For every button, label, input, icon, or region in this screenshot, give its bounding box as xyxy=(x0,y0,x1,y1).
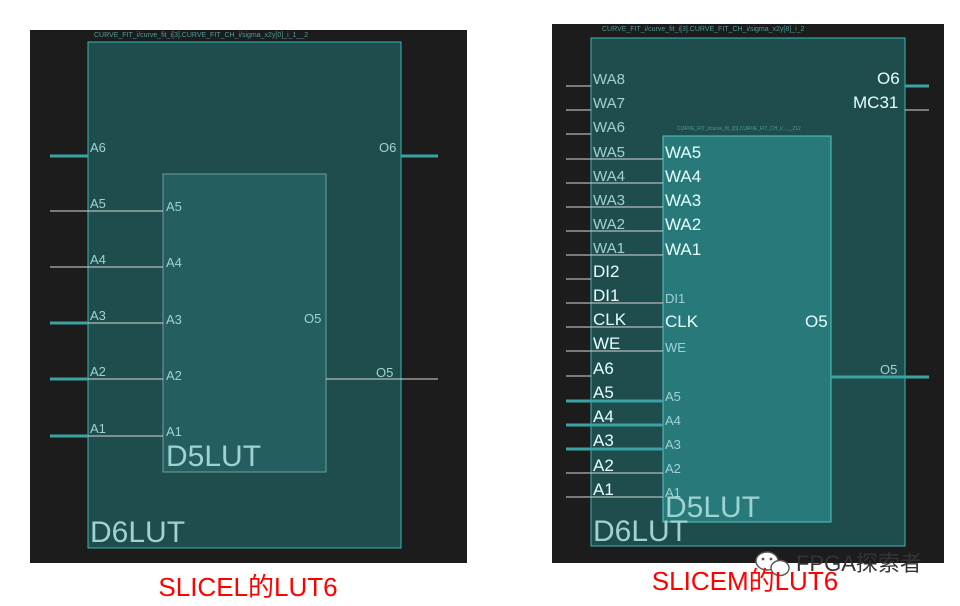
slicem-d5-pin-o5: O5 xyxy=(805,312,828,331)
slicel-pin-o5: O5 xyxy=(376,365,393,380)
slicem-pin-clk: CLK xyxy=(593,310,627,329)
slicel-d5-pin-a4: A4 xyxy=(166,255,182,270)
slicel-pin-a2: A2 xyxy=(90,364,106,379)
slicem-d5-pin-wa1: WA1 xyxy=(665,240,701,259)
slicel-pin-a6: A6 xyxy=(90,140,106,155)
slicem-cell-title: CURVE_FIT_i/curve_fit_i[3].CURVE_FIT_CH_… xyxy=(602,26,805,33)
slicem-panel: CURVE_FIT_i/curve_fit_i[3].CURVE_FIT_CH_… xyxy=(552,24,944,596)
slicem-pin-di1: DI1 xyxy=(593,286,619,305)
slicel-d5-pin-a3: A3 xyxy=(166,312,182,327)
slicem-d5-pin-a5: A5 xyxy=(665,389,681,404)
slicem-pin-wa4: WA4 xyxy=(593,168,625,185)
slicem-pin-a6: A6 xyxy=(593,359,614,378)
slicem-pin-wa3: WA3 xyxy=(593,192,625,209)
slicem-pin-o6: O6 xyxy=(877,69,900,88)
slicel-cell-title: CURVE_FIT_i/curve_fit_i[3].CURVE_FIT_CH_… xyxy=(94,32,308,39)
slicel-pin-o6: O6 xyxy=(379,140,396,155)
slicel-pin-a4: A4 xyxy=(90,252,106,267)
watermark-text: FPGA探索者 xyxy=(796,551,922,576)
slicel-d5-pin-o5: O5 xyxy=(304,311,321,326)
slicem-d5-pin-a2: A2 xyxy=(665,461,681,476)
slicem-pin-mc31: MC31 xyxy=(853,93,898,112)
slicem-pin-a1: A1 xyxy=(593,480,614,499)
slicel-d6lut-label: D6LUT xyxy=(90,516,185,549)
slicem-pin-wa8: WA8 xyxy=(593,71,625,88)
slicem-d5-pin-a4: A4 xyxy=(665,413,681,428)
slicem-d5-pin-wa2: WA2 xyxy=(665,215,701,234)
slicel-pin-a3: A3 xyxy=(90,308,106,323)
slicem-pin-wa6: WA6 xyxy=(593,119,625,136)
slicem-pin-o5: O5 xyxy=(880,362,897,377)
slicel-pin-a5: A5 xyxy=(90,196,106,211)
slicem-pin-wa2: WA2 xyxy=(593,216,625,233)
slicem-pin-a5: A5 xyxy=(593,383,614,402)
slicem-pin-wa1: WA1 xyxy=(593,240,625,257)
slicem-d5-pin-wa4: WA4 xyxy=(665,167,701,186)
slicem-d5-pin-wa3: WA3 xyxy=(665,191,701,210)
slicel-caption: SLICEL的LUT6 xyxy=(158,572,337,602)
slicem-d5lut-block[interactable] xyxy=(662,135,832,523)
slicem-pin-wa5: WA5 xyxy=(593,144,625,161)
slicem-pin-a3: A3 xyxy=(593,431,614,450)
slicem-d5lut-label: D5LUT xyxy=(665,491,760,524)
slicel-d5lut-block[interactable] xyxy=(162,173,327,473)
slicem-d5-pin-a3: A3 xyxy=(665,437,681,452)
slicem-pin-a2: A2 xyxy=(593,456,614,475)
slicem-d5-pin-di1: DI1 xyxy=(665,291,685,306)
slicel-d5lut-label: D5LUT xyxy=(166,440,261,473)
slicem-d5-pin-we: WE xyxy=(665,340,686,355)
slicem-input-wires xyxy=(566,85,663,498)
slicel-d5-pin-a2: A2 xyxy=(166,368,182,383)
slicel-d5-pin-a1: A1 xyxy=(166,424,182,439)
slicem-d6lut-label: D6LUT xyxy=(593,515,688,548)
slicem-caption: SLICEM的LUT6 xyxy=(652,566,838,596)
slicem-d5-pin-wa5: WA5 xyxy=(665,143,701,162)
slicem-pin-wa7: WA7 xyxy=(593,95,625,112)
slicem-d5-pin-a1: A1 xyxy=(665,485,681,500)
slicel-d5-pin-a5: A5 xyxy=(166,199,182,214)
slicem-pin-di2: DI2 xyxy=(593,262,619,281)
slicem-pin-we: WE xyxy=(593,334,620,353)
wechat-icon xyxy=(755,551,790,577)
slicem-d5-pin-clk: CLK xyxy=(665,312,699,331)
slicel-panel: CURVE_FIT_i/curve_fit_i[3].CURVE_FIT_CH_… xyxy=(30,30,467,602)
slicem-pin-a4: A4 xyxy=(593,407,614,426)
slicel-pin-a1: A1 xyxy=(90,421,106,436)
slicem-inner-title: CURVE_FIT_i/curve_fit_i[3].CURVE_FIT_CH_… xyxy=(677,126,801,132)
